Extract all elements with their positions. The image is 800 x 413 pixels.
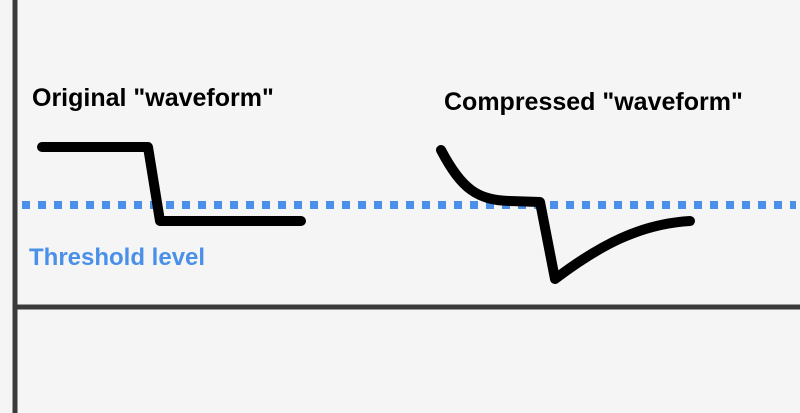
threshold-level-label: Threshold level [29, 244, 206, 271]
original-waveform-label: Original "waveform" [32, 84, 274, 112]
compressed-waveform-label: Compressed "waveform" [444, 88, 743, 116]
original-waveform [37, 142, 306, 226]
compressed-waveform [436, 145, 695, 284]
